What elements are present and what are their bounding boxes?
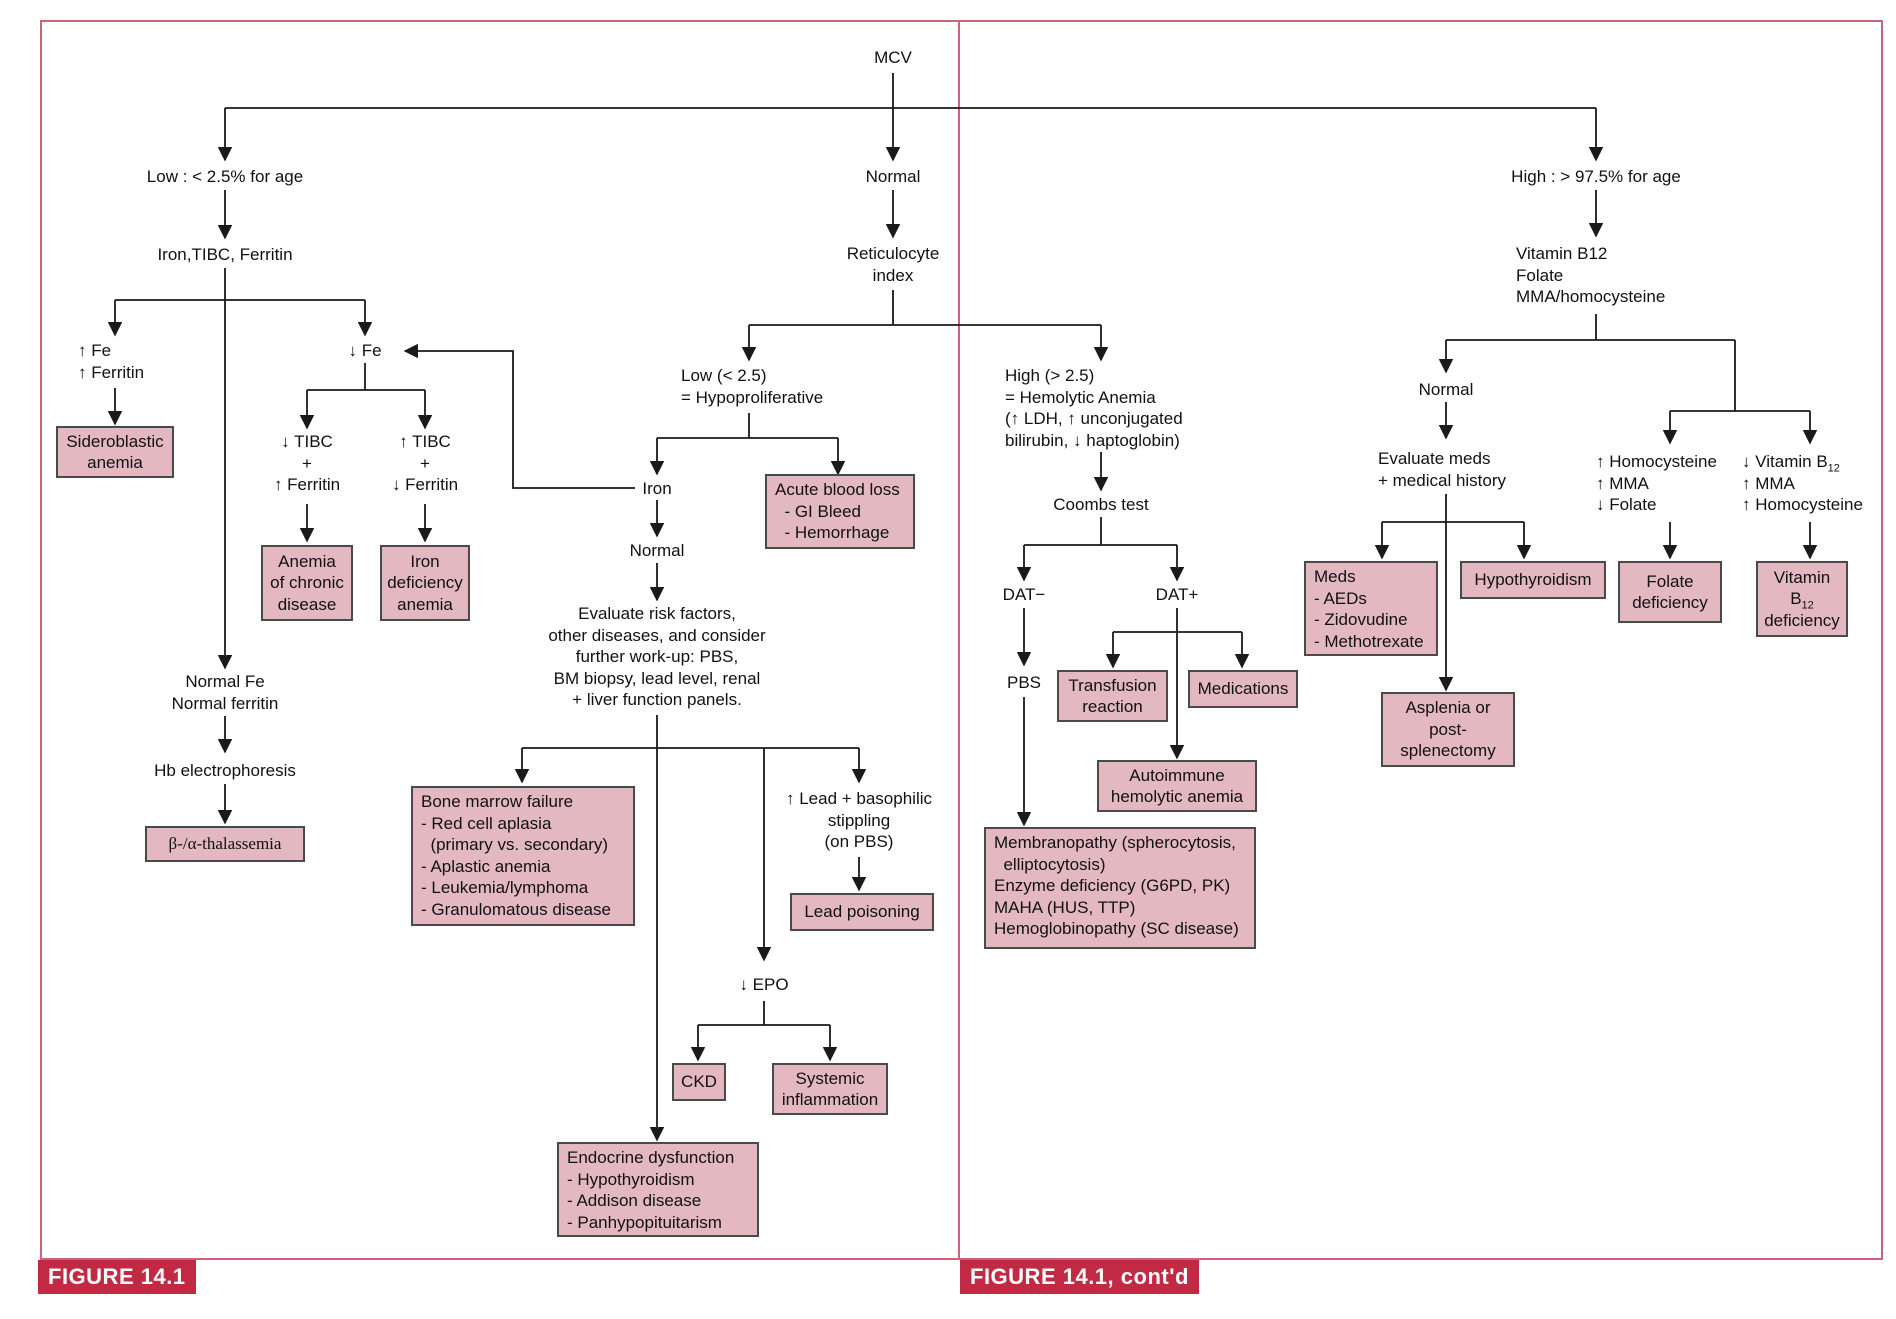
dat-positive: DAT+ xyxy=(1155,585,1199,604)
normal-mcv-label: Normal xyxy=(865,167,921,186)
medications-box: Medications xyxy=(1188,670,1298,708)
thalassemia-box: β-/α-thalassemia xyxy=(145,826,305,862)
figure-label-right: FIGURE 14.1, cont'd xyxy=(960,1260,1199,1294)
high-normal: Normal xyxy=(1418,380,1474,399)
hb-electrophoresis: Hb electrophoresis xyxy=(154,761,296,780)
meds-box: Meds- AEDs- Zidovudine- Methotrexate xyxy=(1304,561,1438,656)
hypothyroidism-box: Hypothyroidism xyxy=(1460,561,1606,599)
iron-studies: Iron,TIBC, Ferritin xyxy=(157,245,293,264)
folate-deficiency-pattern: ↑ Homocysteine↑ MMA↓ Folate xyxy=(1596,452,1717,514)
pbs-node: PBS xyxy=(1006,673,1042,692)
b12-deficiency-box: Vitamin B12 deficiency xyxy=(1756,561,1848,637)
membranopathy-box: Membranopathy (spherocytosis, elliptocyt… xyxy=(984,827,1256,949)
evaluate-risk-factors: Evaluate risk factors,other diseases, an… xyxy=(548,604,766,709)
high-fe-ferritin: ↑ Fe↑ Ferritin xyxy=(78,341,145,382)
figure-label-left: FIGURE 14.1 xyxy=(38,1260,196,1294)
endocrine-dysfunction-box: Endocrine dysfunction- Hypothyroidism- A… xyxy=(557,1142,759,1237)
iron-normal: Normal xyxy=(629,541,685,560)
coombs-test: Coombs test xyxy=(1053,495,1149,514)
low-epo: ↓ EPO xyxy=(739,975,789,994)
high-tibc-low-ferritin: ↑ TIBC+↓ Ferritin xyxy=(391,432,459,494)
low-fe: ↓ Fe xyxy=(348,341,382,360)
low-retic-hypoproliferative: Low (< 2.5)= Hypoproliferative xyxy=(681,366,824,407)
high-retic-hemolytic: High (> 2.5)= Hemolytic Anemia(↑ LDH, ↑ … xyxy=(1005,366,1183,450)
low-tibc-high-ferritin: ↓ TIBC+↑ Ferritin xyxy=(273,432,341,494)
b12-deficiency-pattern: ↓ Vitamin B12 ↑ MMA ↑ Homocysteine xyxy=(1742,452,1863,514)
acute-blood-loss-box: Acute blood loss - GI Bleed - Hemorrhage xyxy=(765,474,915,549)
low-mcv-label: Low : < 2.5% for age xyxy=(146,167,304,186)
lead-poisoning-box: Lead poisoning xyxy=(790,893,934,931)
right-panel-frame xyxy=(958,20,1883,1260)
evaluate-meds-history: Evaluate meds+ medical history xyxy=(1378,449,1507,490)
mcv-root: MCV xyxy=(874,48,912,67)
bone-marrow-failure-box: Bone marrow failure- Red cell aplasia (p… xyxy=(411,786,635,926)
ckd-box: CKD xyxy=(672,1063,726,1101)
iron-node: Iron xyxy=(642,479,672,498)
high-mcv-label: High : > 97.5% for age xyxy=(1511,167,1681,186)
dat-negative: DAT− xyxy=(1002,585,1046,604)
